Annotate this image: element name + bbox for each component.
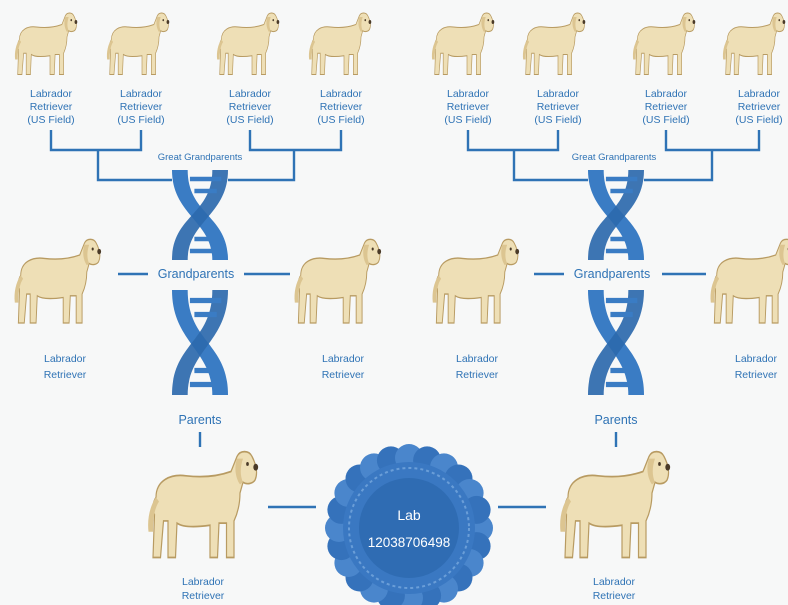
grandparent-name: Labrador xyxy=(44,353,87,365)
dna-helix-icon xyxy=(172,170,228,260)
gg-name: Labrador xyxy=(447,88,490,100)
gg-variety: (US Field) xyxy=(317,114,364,126)
great-grandparent-dog-2 xyxy=(523,13,585,75)
parent-name: Labrador xyxy=(593,576,636,588)
rosette-badge: Lab 12038706498 xyxy=(325,444,493,605)
gg-name: Labrador xyxy=(30,88,73,100)
grandparent-dog-2 xyxy=(295,239,382,323)
gg-name: Labrador xyxy=(645,88,688,100)
great-grandparent-dog-1 xyxy=(15,13,77,75)
great-grandparents-label: Great Grandparents xyxy=(572,152,657,163)
gg-variety: (US Field) xyxy=(534,114,581,126)
great-grandparent-dog-1 xyxy=(432,13,494,75)
bracket-line xyxy=(250,130,341,150)
grandparent-name: Labrador xyxy=(735,353,778,365)
great-grandparent-dog-4 xyxy=(723,13,785,75)
bracket-line xyxy=(468,130,558,150)
parent-name: Labrador xyxy=(182,576,225,588)
gg-variety: (US Field) xyxy=(27,114,74,126)
gg-breed: Retriever xyxy=(645,101,688,113)
gg-variety: (US Field) xyxy=(117,114,164,126)
grandparents-label: Grandparents xyxy=(574,267,650,281)
gg-name: Labrador xyxy=(537,88,580,100)
rosette-id: 12038706498 xyxy=(368,535,451,550)
great-grandparent-dog-2 xyxy=(107,13,169,75)
grandparents-label: Grandparents xyxy=(158,267,234,281)
parent-dog xyxy=(560,452,670,558)
gg-breed: Retriever xyxy=(120,101,163,113)
parents-label: Parents xyxy=(594,413,637,427)
gg-name: Labrador xyxy=(229,88,272,100)
gg-variety: (US Field) xyxy=(444,114,491,126)
gg-variety: (US Field) xyxy=(642,114,689,126)
gg-variety: (US Field) xyxy=(735,114,782,126)
parent-breed: Retriever xyxy=(593,590,636,602)
great-grandparent-dog-3 xyxy=(633,13,695,75)
gg-breed: Retriever xyxy=(447,101,490,113)
bracket-line xyxy=(666,130,759,150)
great-grandparent-dog-3 xyxy=(217,13,279,75)
grandparent-name: Labrador xyxy=(456,353,499,365)
parents-label: Parents xyxy=(178,413,221,427)
rosette-title: Lab xyxy=(397,507,421,523)
grandparent-dog-1 xyxy=(433,239,520,323)
gg-breed: Retriever xyxy=(537,101,580,113)
grandparent-breed: Retriever xyxy=(456,369,499,381)
rosette-center xyxy=(359,478,459,578)
gg-name: Labrador xyxy=(120,88,163,100)
dna-helix-icon xyxy=(588,290,644,395)
great-grandparent-dog-4 xyxy=(309,13,371,75)
gg-breed: Retriever xyxy=(320,101,363,113)
gg-name: Labrador xyxy=(738,88,781,100)
gg-breed: Retriever xyxy=(738,101,781,113)
dna-helix-icon xyxy=(588,170,644,260)
pedigree-panel-left: Labrador Retriever (US Field) Labrador R… xyxy=(15,13,382,602)
gg-variety: (US Field) xyxy=(226,114,273,126)
grandparent-breed: Retriever xyxy=(735,369,778,381)
gg-name: Labrador xyxy=(320,88,363,100)
grandparent-dog-1 xyxy=(15,239,102,323)
parent-breed: Retriever xyxy=(182,590,225,602)
bracket-line xyxy=(51,130,141,150)
gg-breed: Retriever xyxy=(229,101,272,113)
grandparent-dog-2 xyxy=(711,239,788,323)
dna-helix-icon xyxy=(172,290,228,395)
grandparent-breed: Retriever xyxy=(44,369,87,381)
gg-breed: Retriever xyxy=(30,101,73,113)
parent-dog xyxy=(148,452,258,558)
grandparent-name: Labrador xyxy=(322,353,365,365)
grandparent-breed: Retriever xyxy=(322,369,365,381)
great-grandparents-label: Great Grandparents xyxy=(158,152,243,163)
